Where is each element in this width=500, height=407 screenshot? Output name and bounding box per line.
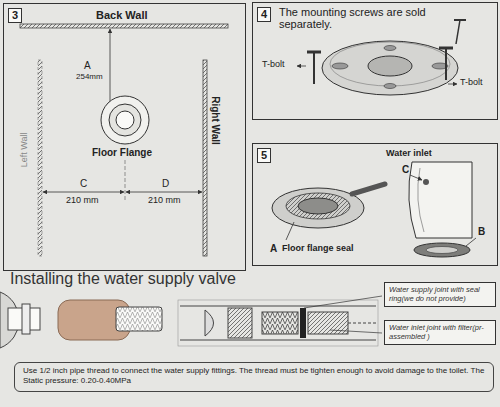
step-number: 4 xyxy=(257,7,271,22)
section-heading: Installing the water supply valve xyxy=(10,270,236,288)
label: 254mm xyxy=(76,73,103,82)
label: C xyxy=(80,178,87,189)
label: B xyxy=(478,226,485,237)
label: 210 mm xyxy=(148,196,181,206)
step-number: 3 xyxy=(8,8,22,23)
callout-box: Water supply joint with seal ring(we do … xyxy=(384,282,496,307)
floor-plan xyxy=(20,24,228,256)
label: Back Wall xyxy=(96,9,148,21)
label: D xyxy=(162,178,169,189)
label: 210 mm xyxy=(66,196,99,206)
text: Water supply joint with seal ring(we do … xyxy=(389,285,491,303)
label: Floor flange seal xyxy=(282,244,354,254)
note-box: Use 1/2 inch pipe thread to connect the … xyxy=(14,362,494,392)
flange-plate xyxy=(297,20,466,95)
label: Right Wall xyxy=(210,96,221,145)
text: Use 1/2 inch pipe thread to connect the … xyxy=(23,366,485,386)
panel: 3 xyxy=(3,3,246,271)
installation-sketch xyxy=(272,162,476,257)
label: C xyxy=(402,164,409,175)
valve-parts xyxy=(0,292,382,348)
label: A xyxy=(84,60,91,71)
label: Water inlet xyxy=(386,149,432,159)
step-number: 5 xyxy=(257,148,271,163)
label: Left Wall xyxy=(20,133,30,168)
label: T-bolt xyxy=(262,60,285,70)
label: A xyxy=(270,243,277,254)
text: Water inlet joint with filter(pr-assembl… xyxy=(389,323,491,341)
label: T-bolt xyxy=(460,78,483,88)
text: The mounting screws are sold separately. xyxy=(279,6,429,30)
callout-box: Water inlet joint with filter(pr-assembl… xyxy=(384,320,496,345)
label: Floor Flange xyxy=(92,147,152,158)
panel: 4 The mounting screws are sold separately… xyxy=(252,2,498,120)
